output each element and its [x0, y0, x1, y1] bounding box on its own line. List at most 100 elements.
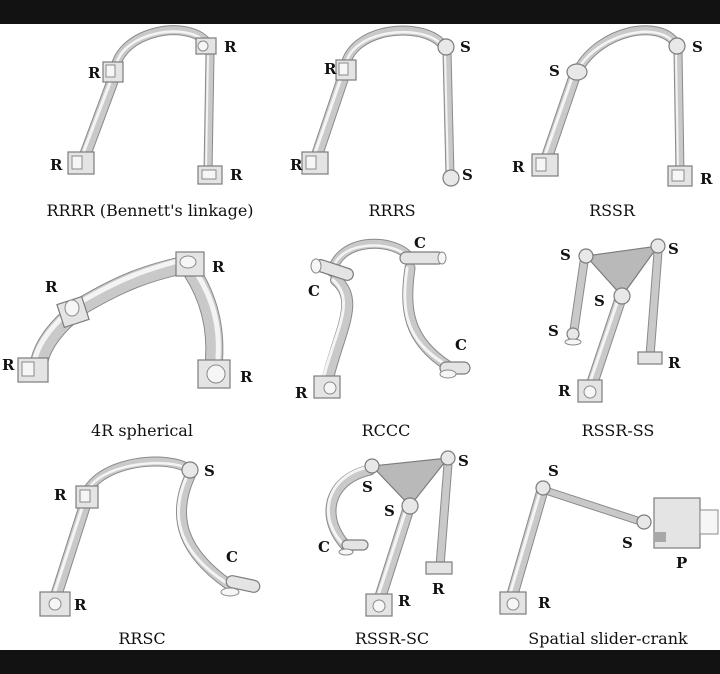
- revolute-joint-upper-left: [56, 295, 90, 329]
- panel-rssr: S S R R RSSR: [512, 25, 713, 220]
- link-left-bar: [310, 72, 349, 164]
- joint-label: S: [692, 38, 703, 56]
- cylindrical-joint-lower-right: [439, 361, 471, 379]
- bottom-letterbox-band: [0, 650, 720, 674]
- cylindrical-joint-upper-right: [399, 251, 447, 265]
- panel-rssr-ss: S S S S R R RSSR-SS: [548, 238, 681, 440]
- cylindrical-joint-lower-right: [220, 575, 261, 597]
- joint-label: R: [54, 486, 67, 504]
- revolute-joint-left-base: [365, 593, 393, 617]
- joint-label: C: [455, 336, 467, 354]
- revolute-joint-upper-right: [195, 37, 217, 55]
- ternary-link-triangle: [584, 245, 660, 297]
- link-upper-arc: [63, 255, 197, 321]
- joint-label: S: [548, 322, 559, 340]
- joint-label: C: [226, 548, 238, 566]
- link-right-bar: [645, 247, 663, 361]
- panel-rrsc: R S C R RRSC: [39, 456, 261, 648]
- spherical-joint-crank-end: [535, 480, 551, 496]
- joint-label: S: [548, 462, 559, 480]
- panel-caption: RRRR (Bennett's linkage): [46, 201, 253, 220]
- spherical-joint-center: [613, 287, 631, 305]
- spherical-joint-upper-right: [437, 38, 455, 56]
- joint-label: R: [50, 156, 63, 174]
- prismatic-joint-slider-block: [653, 497, 719, 549]
- joint-label: S: [204, 462, 215, 480]
- revolute-joint-lower-left: [17, 357, 49, 383]
- link-left-bar: [50, 496, 92, 602]
- joint-label: R: [538, 594, 551, 612]
- revolute-joint-lower-left: [301, 151, 329, 175]
- spherical-joint-top-right: [440, 450, 456, 466]
- panel-caption: RSSR-SC: [355, 629, 429, 648]
- revolute-joint-right-base: [425, 561, 453, 575]
- link-arch: [573, 25, 681, 75]
- revolute-joint-right-base: [637, 351, 663, 365]
- link-left-sweep: [322, 274, 354, 384]
- link-left-bar: [569, 257, 589, 335]
- joint-label: R: [74, 596, 87, 614]
- link-right-bar: [442, 47, 455, 181]
- link-center-bar: [374, 504, 414, 604]
- link-coupler-rod: [540, 486, 646, 526]
- link-arch: [340, 25, 447, 73]
- panel-spatial-slider-crank: S S P R Spatial slider-crank: [499, 462, 719, 648]
- revolute-joint-left-base: [577, 379, 603, 403]
- revolute-joint-upper-right: [175, 251, 205, 277]
- spherical-joint-top-right: [650, 238, 666, 254]
- ternary-link-triangle: [370, 457, 450, 507]
- panel-rccc: C C C R RCCC: [295, 234, 471, 440]
- spherical-joint-center: [401, 497, 419, 515]
- link-right-arc: [183, 263, 224, 369]
- link-crank-bar: [506, 486, 548, 602]
- panel-rssr-sc: S S S C R R RSSR-SC: [318, 450, 469, 648]
- panel-caption: 4R spherical: [91, 421, 193, 440]
- link-arch: [81, 456, 195, 499]
- link-right-sweep: [402, 262, 454, 372]
- panel-caption: RRRS: [368, 201, 415, 220]
- revolute-joint-lower-left: [39, 591, 71, 617]
- joint-label: R: [700, 170, 713, 188]
- joint-label: P: [676, 554, 687, 572]
- panel-caption: Spatial slider-crank: [528, 629, 688, 648]
- joint-label: S: [560, 246, 571, 264]
- joint-label: R: [398, 592, 411, 610]
- joint-label: R: [558, 382, 571, 400]
- joint-label: S: [668, 240, 679, 258]
- joint-label: S: [462, 166, 473, 184]
- joint-label: S: [458, 452, 469, 470]
- panel-rrrr-bennett: R R R R RRRR (Bennett's linkage): [46, 25, 254, 220]
- joint-label: S: [362, 478, 373, 496]
- revolute-joint-lower-right: [667, 165, 693, 187]
- joint-label: S: [460, 38, 471, 56]
- spherical-joint-lower-right: [442, 169, 460, 187]
- joint-label: S: [384, 502, 395, 520]
- joint-label: C: [308, 282, 320, 300]
- joint-label: R: [88, 64, 101, 82]
- spherical-joint-upper-left: [566, 63, 588, 81]
- joint-label: R: [230, 166, 243, 184]
- cylindrical-joint-left: [338, 539, 369, 556]
- revolute-joint-lower-right: [197, 359, 231, 389]
- joint-label: S: [622, 534, 633, 552]
- joint-label: R: [45, 278, 58, 296]
- joint-label: R: [2, 356, 15, 374]
- joint-label: R: [224, 38, 237, 56]
- revolute-joint-lower-left: [313, 375, 341, 399]
- link-left-sweep: [325, 464, 376, 554]
- link-right-bar: [203, 50, 215, 177]
- revolute-joint-lower-left: [67, 151, 95, 175]
- revolute-joint-upper-left: [75, 485, 99, 509]
- joint-label: R: [512, 158, 525, 176]
- spherical-joint-upper-right: [181, 461, 199, 479]
- revolute-joint-lower-right: [197, 165, 223, 185]
- spherical-joint-top-left: [364, 458, 380, 474]
- link-left-bar: [78, 74, 119, 164]
- link-right-bar: [673, 47, 685, 177]
- top-letterbox-band: [0, 0, 720, 24]
- panel-4r-spherical: R R R R 4R spherical: [2, 251, 253, 440]
- joint-label: R: [290, 156, 303, 174]
- spherical-joint-upper-right: [668, 37, 686, 55]
